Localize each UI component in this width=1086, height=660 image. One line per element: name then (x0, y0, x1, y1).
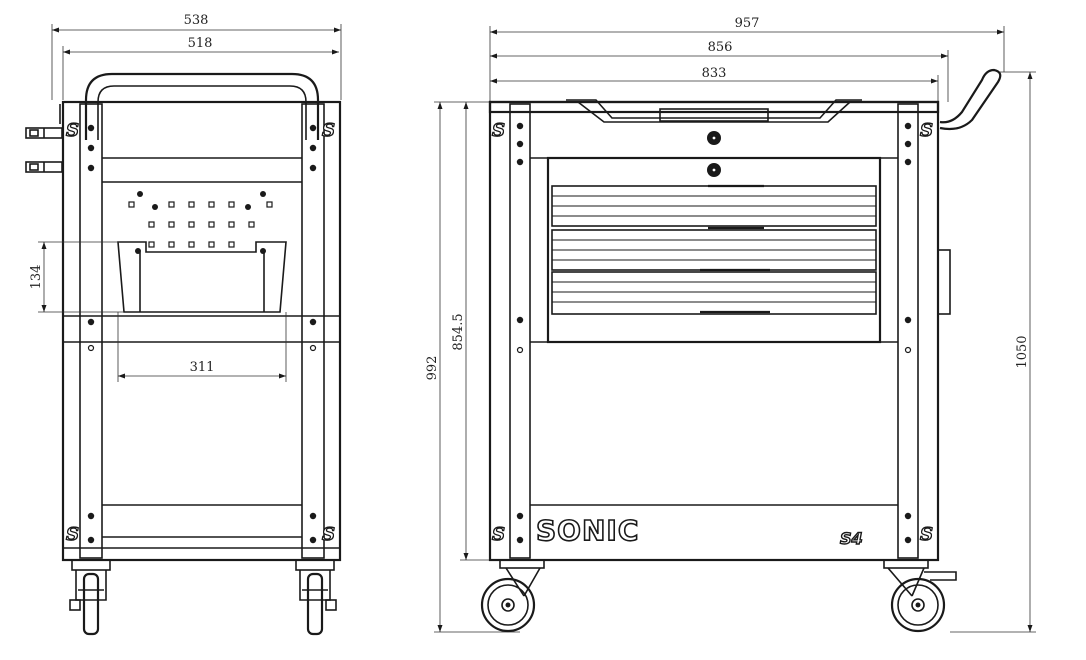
front-handle (937, 68, 1002, 315)
dimension-833: 833 (490, 66, 939, 102)
dimension-957: 957 (489, 16, 1005, 102)
front-logo-bottom-left: S (492, 524, 505, 545)
front-logo-top-right: S (920, 120, 933, 141)
front-drawers (546, 156, 882, 344)
side-logo-bottom-left: S (66, 524, 79, 545)
dimension-518-label: 518 (188, 36, 213, 51)
front-logo-bottom-right: S (920, 524, 933, 545)
side-left-post (79, 103, 103, 559)
front-logo-top-left: S (492, 120, 505, 141)
dimension-134: 134 (29, 241, 124, 313)
dimension-856-label: 856 (708, 40, 733, 55)
side-logo-top-left: S (66, 120, 79, 141)
side-right-post (301, 103, 325, 559)
dimension-856: 856 (490, 40, 949, 102)
side-post-bolts (87, 124, 317, 544)
dimension-992: 992 (425, 101, 520, 633)
model-badge: S4 (840, 529, 863, 548)
dimension-833-label: 833 (702, 66, 727, 81)
side-tray (117, 241, 287, 313)
front-frame (488, 100, 940, 562)
pegboard (128, 191, 273, 248)
dimension-1050-label: 1050 (1015, 335, 1030, 368)
front-right-post (897, 103, 919, 559)
side-caster-right (295, 559, 337, 636)
dimension-311: 311 (117, 312, 287, 382)
side-view: 538 518 S S S S (25, 13, 342, 636)
dimension-518: 518 (62, 36, 339, 100)
front-caster-right (883, 559, 957, 633)
dimension-854-5: 854.5 (451, 102, 500, 561)
side-latches (25, 104, 63, 173)
side-logo-bottom-right: S (322, 524, 335, 545)
front-caster-left (480, 559, 545, 633)
dimension-957-label: 957 (735, 16, 760, 31)
front-top-lid (488, 99, 940, 123)
dimension-854-5-label: 854.5 (451, 313, 466, 350)
side-handle (84, 72, 320, 140)
dimension-538-label: 538 (184, 13, 209, 28)
side-logo-top-right: S (322, 120, 335, 141)
dimension-311-label: 311 (190, 360, 215, 375)
sonic-logo: SONIC (536, 514, 639, 547)
side-caster-left (69, 559, 111, 636)
front-left-post (509, 103, 531, 559)
front-view: 957 856 833 992 (425, 16, 1036, 633)
dimension-134-label: 134 (29, 265, 44, 290)
dimension-1050: 1050 (950, 71, 1036, 633)
side-frame (61, 100, 342, 562)
dimension-538: 538 (51, 13, 342, 100)
dimension-992-label: 992 (425, 356, 440, 381)
front-post-bolts (516, 122, 912, 544)
